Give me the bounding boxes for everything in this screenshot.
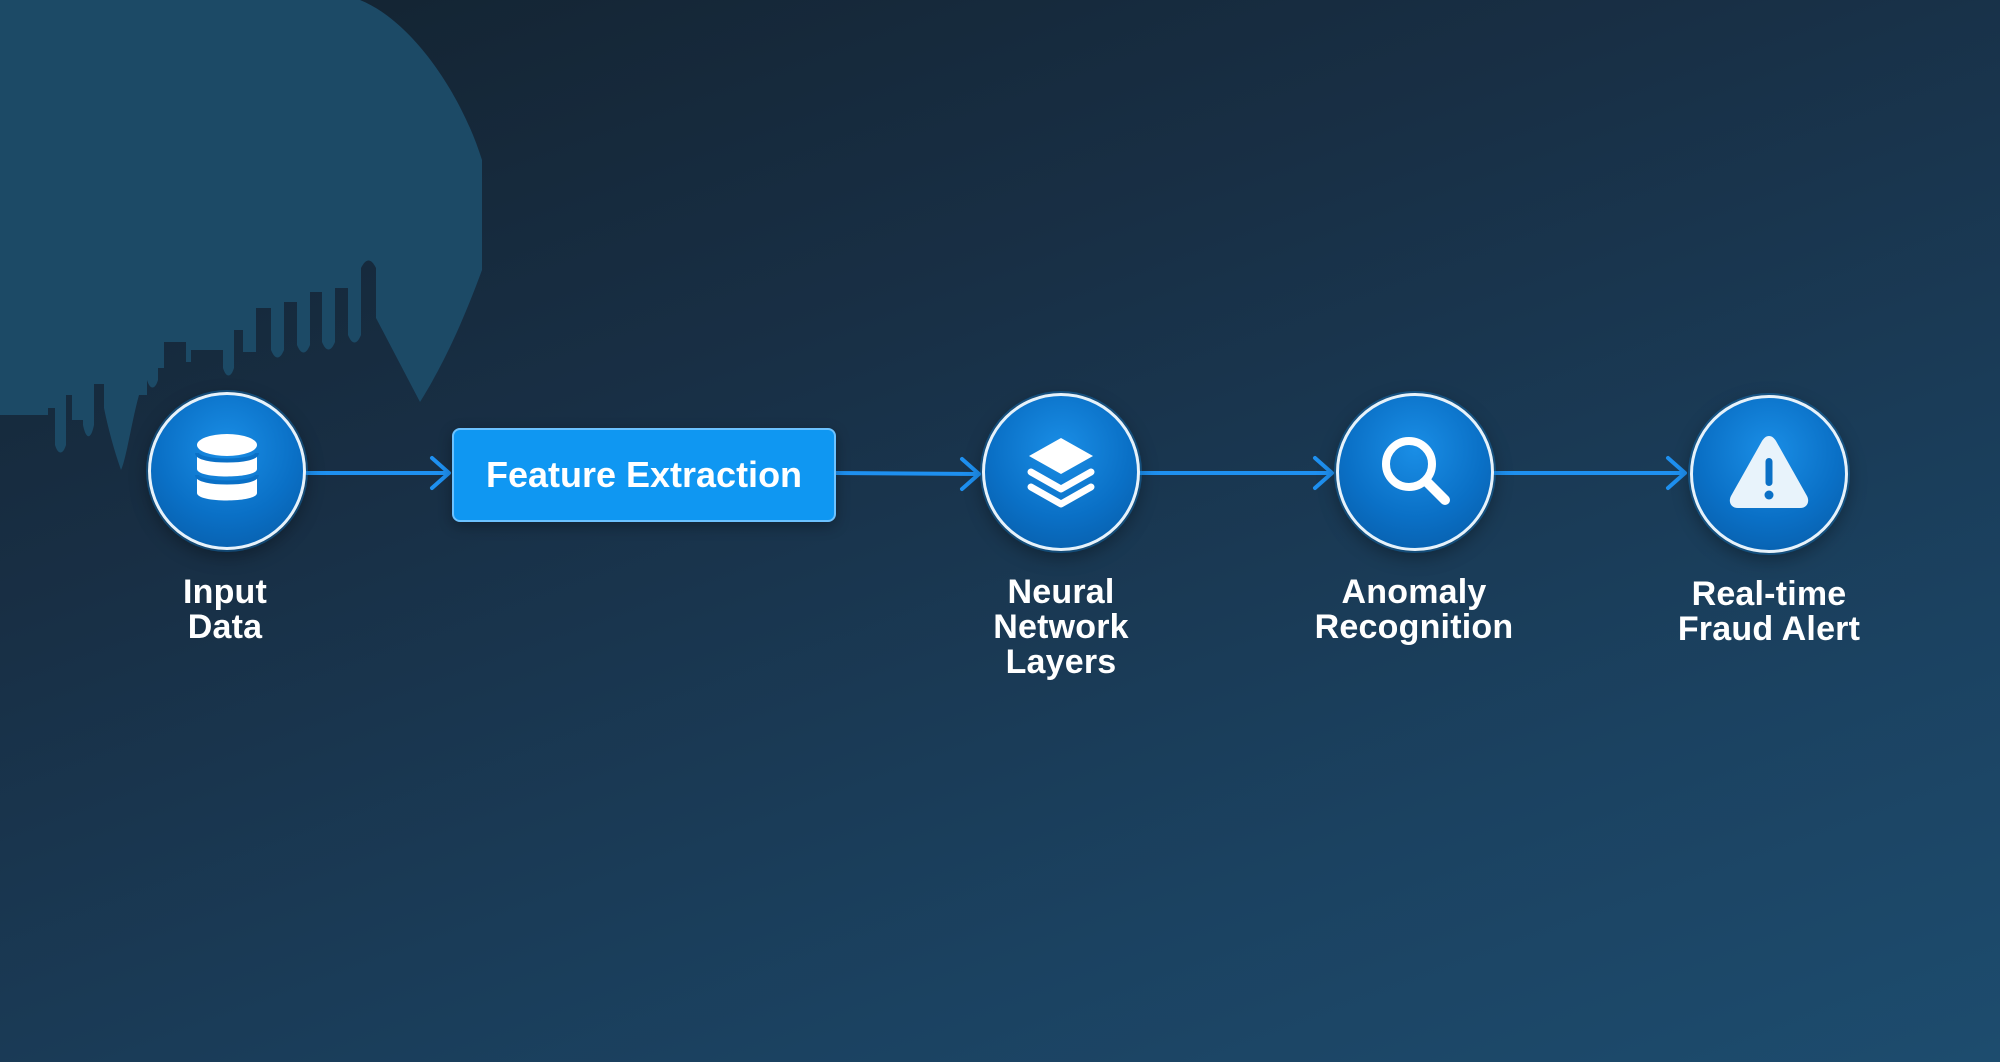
layers-icon	[1027, 438, 1095, 508]
connector-neural-to-anomaly	[1138, 456, 1334, 490]
connector-input-to-feature	[305, 456, 451, 490]
fraud-alert-label: Real-time Fraud Alert	[1677, 575, 1861, 648]
connector-feature-to-neural	[834, 457, 981, 491]
warning-icon	[1729, 436, 1809, 508]
fraud-alert-node	[1690, 395, 1848, 553]
database-icon	[195, 434, 259, 501]
neural-network-layers-label: Neural Network Layers	[993, 573, 1129, 681]
input-data-node	[148, 392, 306, 550]
neural-network-layers-node	[982, 393, 1140, 551]
skyline-background-graphic	[0, 0, 482, 470]
anomaly-recognition-node	[1336, 393, 1494, 551]
magnifier-icon	[1382, 437, 1450, 505]
anomaly-recognition-label: Anomaly Recognition	[1314, 573, 1514, 646]
input-data-label: Input Data	[182, 573, 268, 646]
connector-anomaly-to-alert	[1493, 456, 1687, 490]
feature-extraction-box: Feature Extraction	[452, 428, 836, 522]
